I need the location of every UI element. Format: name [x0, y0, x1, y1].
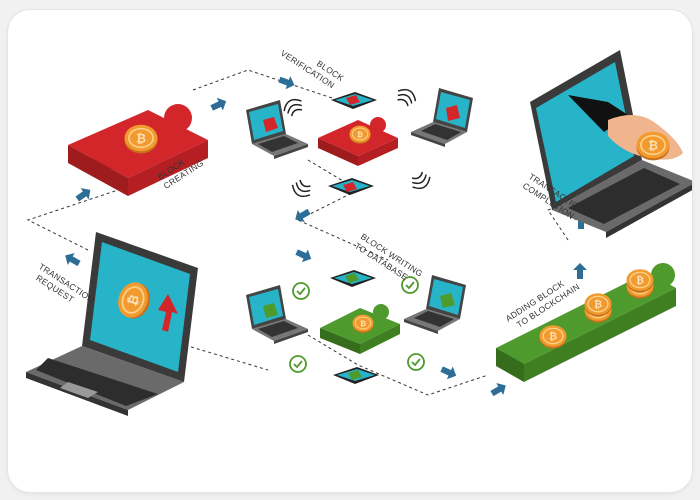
blockchain-flow-diagram: ₿ [8, 10, 692, 492]
verification-network [246, 86, 473, 200]
writing-network [246, 270, 466, 384]
block-creating-puzzle [68, 104, 208, 196]
diagram-card: ₿ [8, 10, 692, 492]
request-laptop [26, 232, 198, 416]
